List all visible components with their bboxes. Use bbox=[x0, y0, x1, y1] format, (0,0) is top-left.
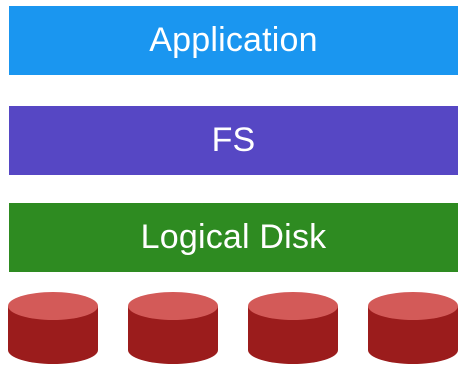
logical-disk-layer-label: Logical Disk bbox=[140, 218, 327, 256]
fs-layer: FS bbox=[9, 106, 458, 175]
disk-top bbox=[248, 292, 338, 320]
fs-layer-label: FS bbox=[211, 121, 256, 159]
disk-body bbox=[128, 306, 218, 364]
disk-top bbox=[8, 292, 98, 320]
disk-icon bbox=[128, 292, 218, 364]
application-layer-label: Application bbox=[149, 21, 318, 59]
disk-body bbox=[368, 306, 458, 364]
disk-icon bbox=[8, 292, 98, 364]
disk-row bbox=[8, 292, 458, 364]
disk-body bbox=[8, 306, 98, 364]
disk-body bbox=[248, 306, 338, 364]
disk-top bbox=[128, 292, 218, 320]
disk-top bbox=[368, 292, 458, 320]
logical-disk-layer: Logical Disk bbox=[9, 203, 458, 272]
application-layer: Application bbox=[9, 6, 458, 75]
disk-icon bbox=[368, 292, 458, 364]
disk-icon bbox=[248, 292, 338, 364]
